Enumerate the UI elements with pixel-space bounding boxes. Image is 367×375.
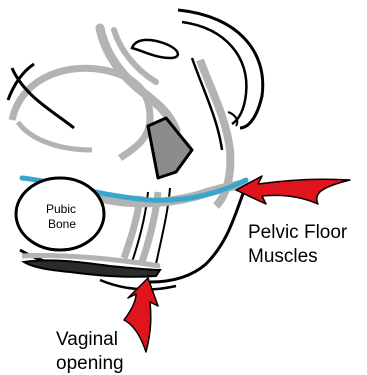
coccyx-loop <box>132 40 178 58</box>
bladder-lower <box>18 122 92 150</box>
label-pubic-bone-1: Pubic <box>46 202 76 216</box>
label-vaginal-opening-1: Vaginal <box>56 329 118 350</box>
uterus-shape <box>148 118 192 178</box>
bladder-outline <box>12 68 150 158</box>
label-pubic-bone-2: Bone <box>48 217 76 231</box>
posterior-outline-inner <box>182 22 246 124</box>
label-vaginal-opening-2: opening <box>56 353 124 374</box>
label-pelvic-floor-2: Muscles <box>248 246 318 267</box>
label-pelvic-floor-1: Pelvic Floor <box>248 222 348 243</box>
arrow-pelvic-floor-icon <box>236 176 350 204</box>
